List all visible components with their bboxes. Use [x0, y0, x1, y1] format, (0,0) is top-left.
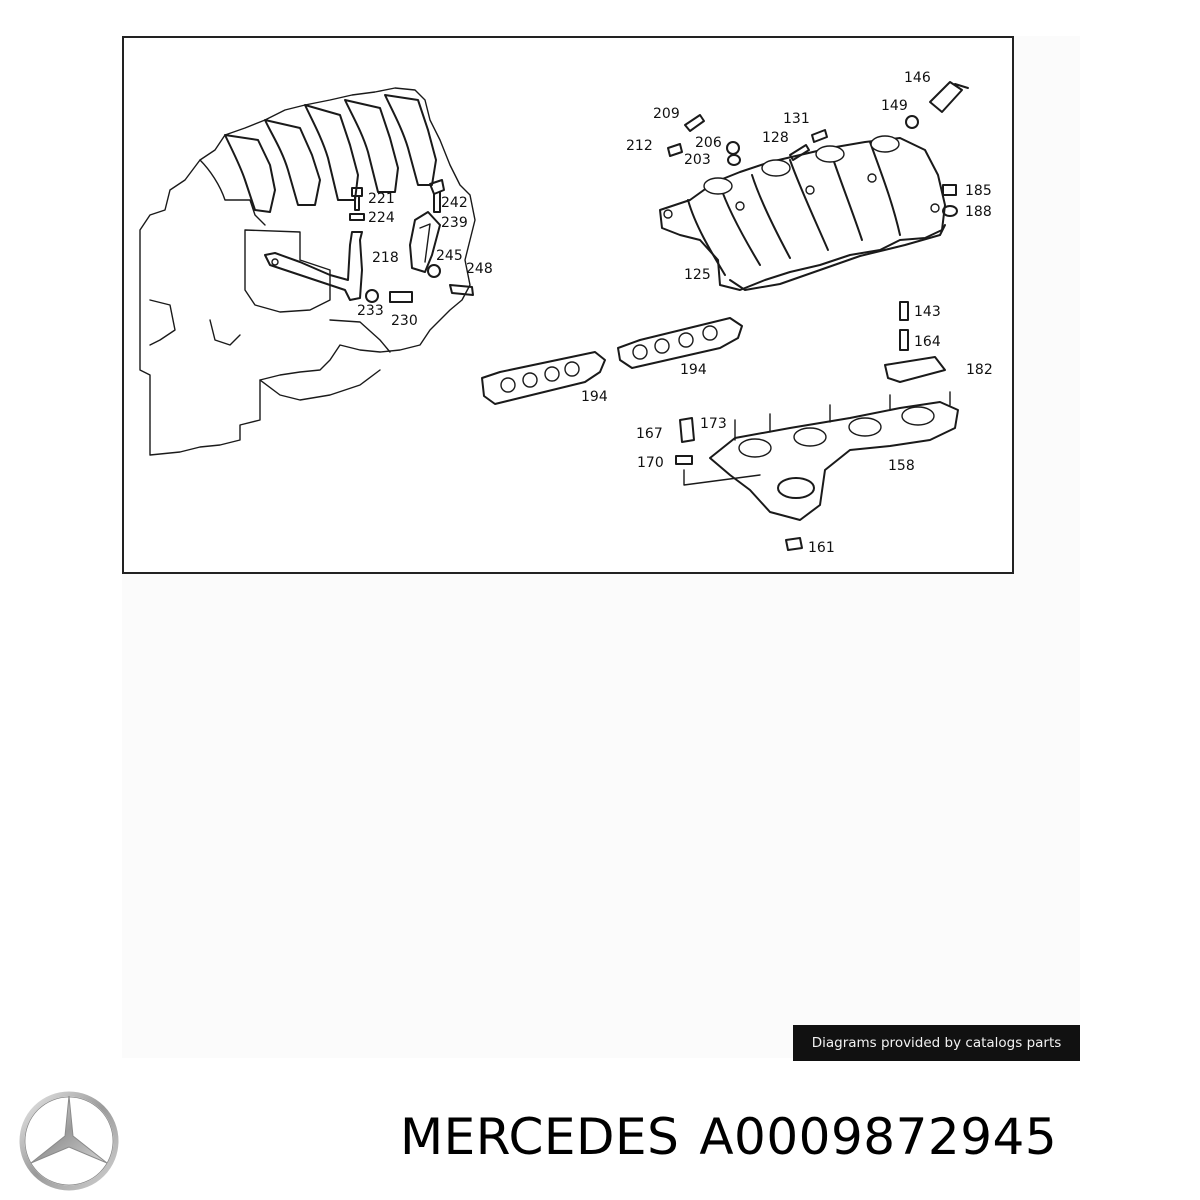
flange-drawing [675, 301, 959, 551]
callout-188: 188 [965, 204, 992, 220]
callout-242: 242 [441, 195, 468, 211]
brand-name: MERCEDES [400, 1108, 680, 1166]
diagram-frame [122, 36, 1014, 574]
callout-239: 239 [441, 215, 468, 231]
callout-170: 170 [637, 455, 664, 471]
callout-233: 233 [357, 303, 384, 319]
callout-209: 209 [653, 106, 680, 122]
bracket-drawing [264, 179, 474, 303]
callout-143: 143 [914, 304, 941, 320]
callout-167: 167 [636, 426, 663, 442]
credit-banner: Diagrams provided by catalogs parts [793, 1025, 1080, 1061]
callout-230: 230 [391, 313, 418, 329]
callout-224: 224 [368, 210, 395, 226]
callout-218: 218 [372, 250, 399, 266]
product-title: MERCEDES A0009872945 [400, 1108, 1057, 1166]
callout-146: 146 [904, 70, 931, 86]
callout-245: 245 [436, 248, 463, 264]
exhaust-manifold-diagram: 221 224 242 239 218 245 248 233 230 209 … [139, 70, 993, 556]
callout-206: 206 [695, 135, 722, 151]
callout-185: 185 [965, 183, 992, 199]
engine-block-drawing [139, 87, 476, 456]
callout-182: 182 [966, 362, 993, 378]
gasket-drawing [481, 317, 743, 405]
mercedes-star-icon [19, 1091, 119, 1191]
callout-203: 203 [684, 152, 711, 168]
part-number: A0009872945 [699, 1108, 1058, 1166]
callout-248: 248 [466, 261, 493, 277]
callout-131: 131 [783, 111, 810, 127]
callout-173: 173 [700, 416, 727, 432]
callout-161: 161 [808, 540, 835, 556]
callout-194-right: 194 [680, 362, 707, 378]
callout-212: 212 [626, 138, 653, 154]
manifold-drawing [659, 81, 969, 291]
callout-128: 128 [762, 130, 789, 146]
callout-221: 221 [368, 191, 395, 207]
callout-125: 125 [684, 267, 711, 283]
callout-194-left: 194 [581, 389, 608, 405]
callout-164: 164 [914, 334, 941, 350]
callout-158: 158 [888, 458, 915, 474]
callout-149: 149 [881, 98, 908, 114]
